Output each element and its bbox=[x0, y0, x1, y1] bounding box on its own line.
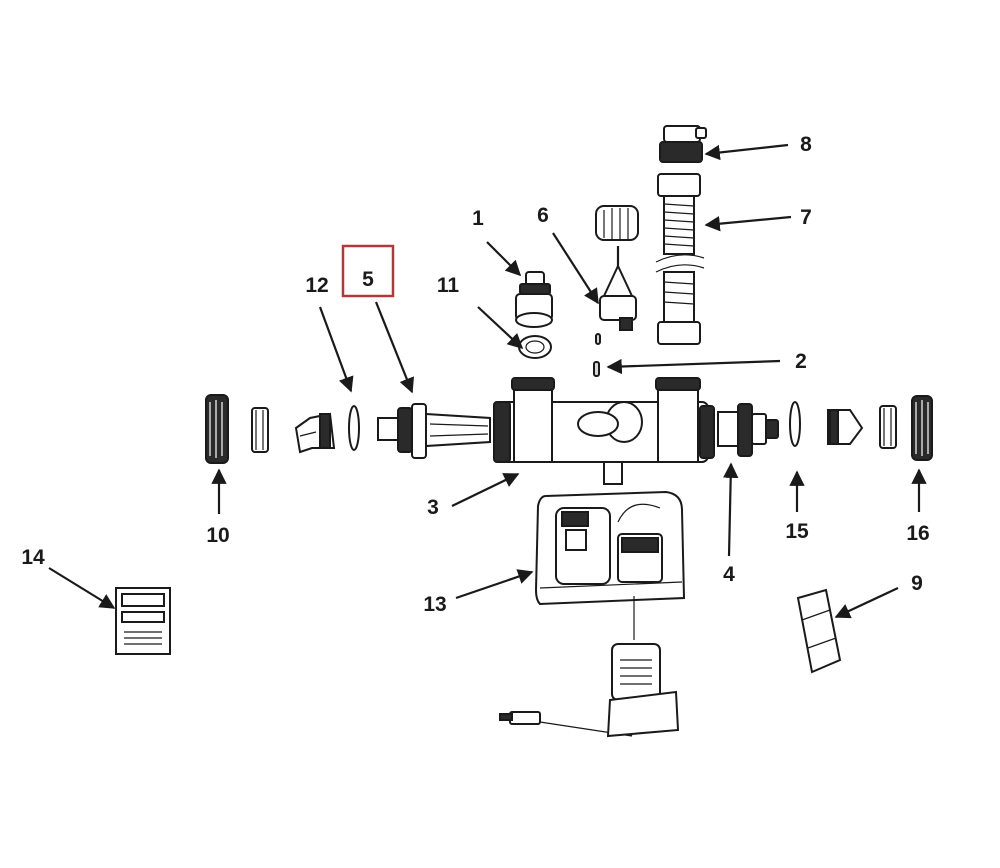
right-union-tail bbox=[879, 405, 897, 449]
leader-12 bbox=[318, 306, 354, 393]
part-6-pin bbox=[595, 333, 601, 345]
part-13-control-unit bbox=[534, 490, 686, 606]
part-12-o-ring bbox=[348, 405, 360, 451]
label-6: 6 bbox=[537, 204, 549, 227]
label-7: 7 bbox=[800, 206, 812, 229]
leader-8 bbox=[704, 143, 789, 161]
label-16: 16 bbox=[906, 522, 929, 545]
label-10: 10 bbox=[206, 524, 229, 547]
part-11-ring bbox=[518, 335, 552, 359]
leader-2 bbox=[606, 358, 781, 375]
part-4-cell-end bbox=[717, 403, 779, 457]
part-9-cap bbox=[796, 588, 842, 674]
left-elbow-fitting bbox=[294, 412, 336, 454]
label-8: 8 bbox=[800, 133, 812, 156]
label-13: 13 bbox=[423, 593, 446, 616]
label-9: 9 bbox=[911, 572, 923, 595]
part-16-union-nut bbox=[911, 395, 933, 461]
leader-4 bbox=[723, 462, 739, 557]
part-8-fitting bbox=[659, 125, 707, 163]
part-7-flex-hose bbox=[655, 173, 705, 345]
part-15-o-ring bbox=[789, 401, 801, 447]
leader-13 bbox=[455, 569, 534, 600]
leader-14 bbox=[48, 567, 116, 609]
right-elbow-fitting bbox=[827, 409, 864, 445]
part-14-remote-display bbox=[115, 587, 171, 655]
part-3-main-body bbox=[493, 377, 715, 485]
label-2: 2 bbox=[795, 350, 807, 373]
leader-9 bbox=[834, 587, 899, 619]
highlight-box-part-5 bbox=[341, 244, 395, 298]
label-11: 11 bbox=[437, 274, 460, 297]
power-transformer bbox=[606, 643, 680, 738]
part-6-valve-assembly bbox=[595, 205, 639, 331]
part-2-pin bbox=[593, 361, 600, 377]
part-1-fitting bbox=[515, 271, 553, 328]
leader-7 bbox=[704, 215, 792, 232]
label-4: 4 bbox=[723, 563, 735, 586]
leader-6 bbox=[552, 232, 599, 305]
label-12: 12 bbox=[305, 274, 328, 297]
part-10-union-nut bbox=[205, 394, 229, 464]
label-15: 15 bbox=[785, 520, 809, 543]
label-3: 3 bbox=[427, 496, 439, 519]
leader-1 bbox=[486, 241, 522, 277]
label-5: 5 bbox=[362, 268, 374, 291]
label-1: 1 bbox=[472, 207, 484, 230]
leader-lines bbox=[48, 143, 927, 619]
left-union-tail bbox=[251, 407, 269, 453]
leader-5 bbox=[374, 301, 415, 394]
label-14: 14 bbox=[21, 546, 45, 569]
leader-3 bbox=[451, 473, 520, 507]
part-5-cell-assembly bbox=[377, 403, 491, 459]
leader-11 bbox=[477, 306, 524, 350]
